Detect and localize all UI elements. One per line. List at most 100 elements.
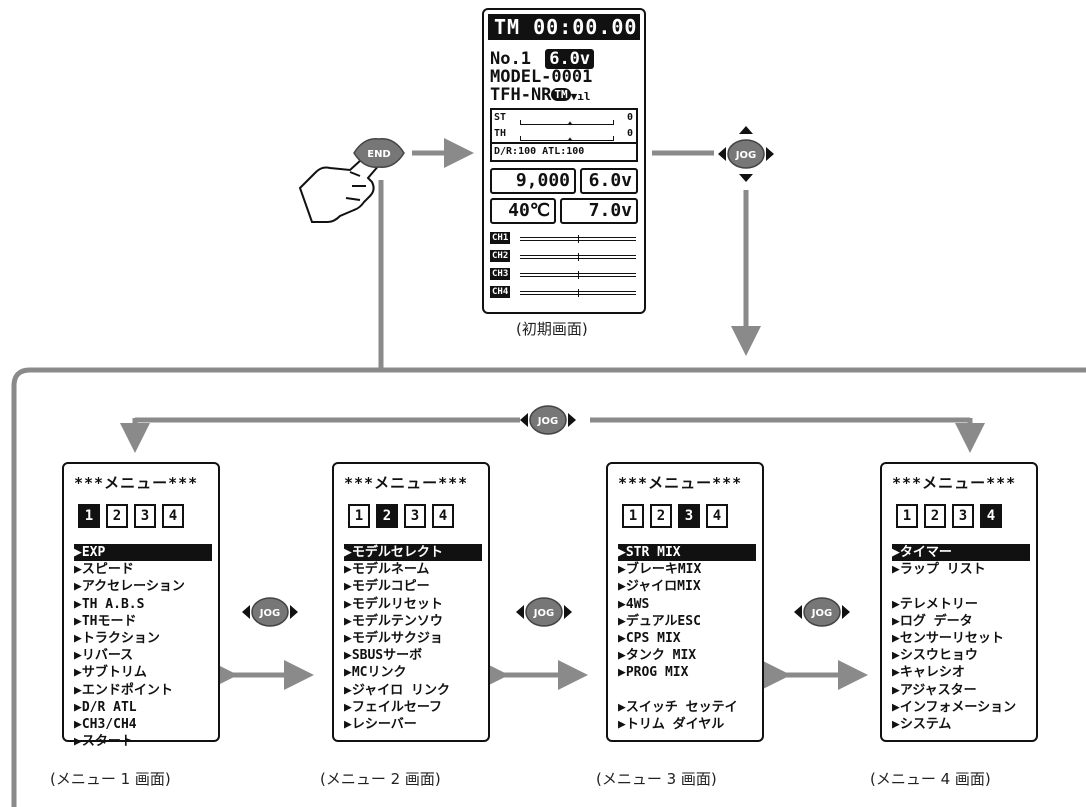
tab-1[interactable]: 1 <box>896 504 918 528</box>
ch2-bar: CH2 <box>490 250 638 262</box>
menu-item[interactable]: ▶センサーリセット <box>892 630 1030 647</box>
st-trim: ST ✦ 0 <box>492 110 636 126</box>
menu-screen-3: ***メニュー*** 1 2 3 4 ▶STR MIX▶ブレーキMIX▶ジャイロ… <box>606 462 764 742</box>
jog-lr-icon: JOG <box>518 402 578 438</box>
menu-item[interactable]: ▶スイッチ セッテイ <box>618 699 756 716</box>
menu-item[interactable]: ▶フェイルセーフ <box>344 699 482 716</box>
tab-4[interactable]: 4 <box>432 504 454 528</box>
svg-text:JOG: JOG <box>735 150 756 161</box>
th-label: TH <box>494 128 506 139</box>
jog-lr-icon: JOG <box>240 594 300 630</box>
tab-2[interactable]: 2 <box>650 504 672 528</box>
menu-item[interactable]: ▶ジャイロ リンク <box>344 682 482 699</box>
tab-2[interactable]: 2 <box>376 504 398 528</box>
menu-2-caption: (メニュー 2 画面) <box>320 768 441 789</box>
tab-1[interactable]: 1 <box>348 504 370 528</box>
menu-screen-1: ***メニュー*** 1 2 3 4 ▶EXP▶スピード▶アクセレーション▶TH… <box>62 462 220 742</box>
menu-title: ***メニュー*** <box>892 472 1016 493</box>
menu-item[interactable]: ▶ラップ リスト <box>892 561 1030 578</box>
menu-item[interactable]: ▶STR MIX <box>618 544 756 561</box>
menu-item[interactable]: ▶ジャイロMIX <box>618 578 756 595</box>
tab-3[interactable]: 3 <box>952 504 974 528</box>
menu-tabs: 1 2 3 4 <box>896 504 1002 528</box>
tab-2[interactable]: 2 <box>924 504 946 528</box>
menu-item[interactable]: ▶CH3/CH4 <box>74 716 212 733</box>
menu-item[interactable]: ▶キャレシオ <box>892 664 1030 681</box>
menu-item[interactable]: ▶トラクション <box>74 630 212 647</box>
jog-button-3-4[interactable]: JOG <box>792 594 852 630</box>
menu-item[interactable]: ▶MCリンク <box>344 664 482 681</box>
tab-3[interactable]: 3 <box>134 504 156 528</box>
svg-text:JOG: JOG <box>533 608 554 619</box>
jog-button-main[interactable]: JOG <box>716 124 776 184</box>
menu-item[interactable]: ▶モデルネーム <box>344 561 482 578</box>
menu-item[interactable]: ▶4WS <box>618 596 756 613</box>
menu-item[interactable]: ▶PROG MIX <box>618 664 756 681</box>
jog-four-way-icon: JOG <box>716 124 776 184</box>
jog-lr-icon: JOG <box>792 594 852 630</box>
menu-item[interactable]: ▶リバース <box>74 647 212 664</box>
menu-tabs: 1 2 3 4 <box>622 504 728 528</box>
model-name: MODEL-0001 <box>490 68 592 86</box>
tab-2[interactable]: 2 <box>106 504 128 528</box>
menu-item[interactable]: ▶シスウヒョウ <box>892 647 1030 664</box>
ch3-bar: CH3 <box>490 268 638 280</box>
jog-button-2-3[interactable]: JOG <box>514 594 574 630</box>
menu-item[interactable]: ▶モデルテンソウ <box>344 613 482 630</box>
menu-item[interactable]: ▶D/R ATL <box>74 699 212 716</box>
menu-tabs: 1 2 3 4 <box>348 504 454 528</box>
menu-item[interactable]: ▶モデルリセット <box>344 596 482 613</box>
menu-item[interactable]: ▶エンドポイント <box>74 682 212 699</box>
menu-title: ***メニュー*** <box>74 472 198 493</box>
menu-item[interactable]: ▶トリム ダイヤル <box>618 716 756 733</box>
tab-3[interactable]: 3 <box>678 504 700 528</box>
tab-1[interactable]: 1 <box>622 504 644 528</box>
tab-1[interactable]: 1 <box>78 504 100 528</box>
rpm-box: 9,000 <box>490 168 576 194</box>
menu-item[interactable]: ▶レシーバー <box>344 716 482 733</box>
end-button-label: END <box>367 149 391 160</box>
model-no: No.1 <box>490 49 531 69</box>
menu-item[interactable]: ▶アジャスター <box>892 682 1030 699</box>
menu-item[interactable]: ▶ブレーキMIX <box>618 561 756 578</box>
menu-item[interactable]: ▶モデルセレクト <box>344 544 482 561</box>
system-mode: TFH-NR <box>490 85 551 105</box>
tab-4[interactable]: 4 <box>162 504 184 528</box>
st-label: ST <box>494 112 506 123</box>
menu-item[interactable]: ▶THモード <box>74 613 212 630</box>
tab-3[interactable]: 3 <box>404 504 426 528</box>
menu-item[interactable]: ▶TH A.B.S <box>74 596 212 613</box>
antenna-icon: ▼ıl <box>571 90 591 103</box>
menu-3-caption: (メニュー 3 画面) <box>596 768 717 789</box>
jog-button-top[interactable]: JOG <box>518 402 578 438</box>
end-button[interactable]: END <box>350 135 408 171</box>
menu-item[interactable]: ▶スタート <box>74 733 212 750</box>
menu-item[interactable]: ▶CPS MIX <box>618 630 756 647</box>
menu-title: ***メニュー*** <box>618 472 742 493</box>
menu-item[interactable]: ▶EXP <box>74 544 212 561</box>
menu-spacer <box>892 578 1030 595</box>
th-trim: TH ✦ 0 <box>492 126 636 142</box>
menu-item[interactable]: ▶インフォメーション <box>892 699 1030 716</box>
menu-item[interactable]: ▶システム <box>892 716 1030 733</box>
svg-text:JOG: JOG <box>259 608 280 619</box>
tab-4[interactable]: 4 <box>980 504 1002 528</box>
menu-item[interactable]: ▶テレメトリー <box>892 596 1030 613</box>
menu-items: ▶モデルセレクト▶モデルネーム▶モデルコピー▶モデルリセット▶モデルテンソウ▶モ… <box>344 544 482 733</box>
menu-item[interactable]: ▶サブトリム <box>74 664 212 681</box>
rx-volt-box: 6.0v <box>580 168 638 194</box>
tab-4[interactable]: 4 <box>706 504 728 528</box>
menu-item[interactable]: ▶デュアルESC <box>618 613 756 630</box>
jog-button-1-2[interactable]: JOG <box>240 594 300 630</box>
menu-item[interactable]: ▶ログ データ <box>892 613 1030 630</box>
menu-item[interactable]: ▶モデルコピー <box>344 578 482 595</box>
tx-voltage: 6.0v <box>545 49 594 69</box>
menu-item[interactable]: ▶モデルサクジョ <box>344 630 482 647</box>
menu-item[interactable]: ▶スピード <box>74 561 212 578</box>
menu-item[interactable]: ▶タイマー <box>892 544 1030 561</box>
menu-item[interactable]: ▶タンク MIX <box>618 647 756 664</box>
initial-screen-caption: (初期画面) <box>516 318 588 339</box>
menu-item[interactable]: ▶SBUSサーボ <box>344 647 482 664</box>
menu-item[interactable]: ▶アクセレーション <box>74 578 212 595</box>
